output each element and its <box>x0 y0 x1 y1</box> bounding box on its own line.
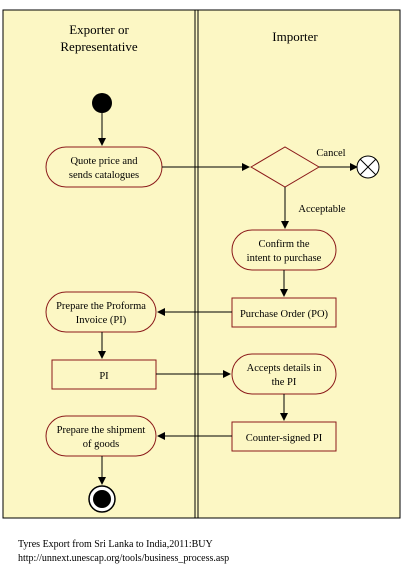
end-node-inner <box>93 490 111 508</box>
start-node <box>92 93 112 113</box>
caption-source: Tyres Export from Sri Lanka to India,201… <box>18 539 213 550</box>
activity-confirm-intent <box>231 229 337 271</box>
lane-header-exporter-line1: Exporter or <box>69 22 129 37</box>
activity-accepts-details-line1: Accepts details in <box>247 363 322 374</box>
activity-confirm-intent-line2: intent to purchase <box>247 253 322 264</box>
activity-prepare-proforma <box>45 291 157 333</box>
activity-prepare-proforma-line1: Prepare the Proforma <box>56 301 146 312</box>
activity-quote-price-line1: Quote price and <box>70 156 138 167</box>
activity-prepare-shipment <box>45 415 157 457</box>
caption-url: http://unnext.unescap.org/tools/business… <box>18 553 230 564</box>
activity-prepare-shipment-line1: Prepare the shipment <box>57 425 146 436</box>
label-cancel: Cancel <box>316 148 345 159</box>
object-purchase-order-label: Purchase Order (PO) <box>240 309 329 320</box>
activity-accepts-details <box>231 353 337 395</box>
lane-header-exporter-line2: Representative <box>60 39 137 54</box>
activity-prepare-shipment-line2: of goods <box>83 439 119 450</box>
activity-confirm-intent-line1: Confirm the <box>258 239 309 250</box>
object-pi-label: PI <box>99 371 109 382</box>
label-acceptable: Acceptable <box>298 204 346 215</box>
activity-accepts-details-line2: the PI <box>272 377 297 388</box>
activity-quote-price-line2: sends catalogues <box>69 170 139 181</box>
object-purchase-order <box>231 297 337 328</box>
activity-quote-price <box>45 146 163 188</box>
activity-prepare-proforma-line2: Invoice (PI) <box>76 315 127 326</box>
object-counter-signed-pi-label: Counter-signed PI <box>246 433 323 444</box>
lane-header-importer: Importer <box>272 29 318 44</box>
cancel-end-cross-2 <box>359 158 377 176</box>
